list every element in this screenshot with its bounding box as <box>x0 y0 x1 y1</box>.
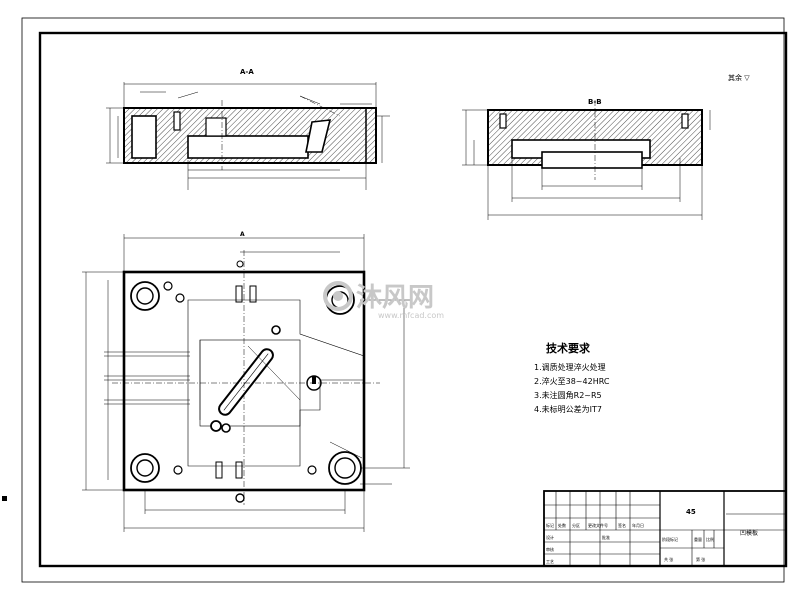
plan-view: A <box>82 231 410 532</box>
tech-item-2: 2.淬火至38~42HRC <box>534 376 610 386</box>
tb-cell-weight: 重量 <box>694 536 702 542</box>
watermark-brand: 沐风网 <box>356 283 434 313</box>
roughness-note: 其余 ▽ <box>728 73 750 82</box>
tb-cell-review: 审核 <box>546 546 554 552</box>
section-inclined-hole <box>305 119 332 153</box>
tb-cell-scale: 比例 <box>706 536 714 542</box>
view-label-a-a: A-A <box>240 68 254 76</box>
material-mark: 45 <box>686 508 696 516</box>
title-block: 标记 处数 分区 更改文件号 签名 年月日 设计 审核 工艺 批准 阶段标记 重… <box>543 490 787 567</box>
tb-cell-stage: 阶段标记 <box>662 536 678 542</box>
section-view-b-b: B-B 其余 ▽ <box>462 73 750 220</box>
tb-cell-count: 处数 <box>558 522 566 528</box>
guide-bush-tl <box>130 281 160 311</box>
view-label-a: A <box>240 231 245 238</box>
tb-cell-zone: 分区 <box>572 522 580 528</box>
part-name: 凹模板 <box>740 529 758 537</box>
tb-cell-process: 工艺 <box>546 559 554 564</box>
tech-item-3: 3.未注圆角R2~R5 <box>534 390 602 400</box>
section-cavity <box>187 135 309 159</box>
tech-item-4: 4.未标明公差为IT7 <box>534 404 602 414</box>
section-insert-b <box>541 151 643 169</box>
section-pocket-left <box>131 115 157 159</box>
registration-mark <box>2 496 7 501</box>
watermark-logo-icon <box>323 281 353 311</box>
tb-cell-mark: 标记 <box>546 522 554 528</box>
section-view-a-a: A-A <box>106 68 390 190</box>
tb-cell-approve: 批准 <box>602 534 610 540</box>
watermark-url: www.mfcad.com <box>378 311 444 320</box>
inclined-slot <box>218 348 274 416</box>
tech-item-1: 1.调质处理淬火处理 <box>534 362 606 372</box>
watermark: 沐风网 www.mfcad.com <box>323 281 444 320</box>
tb-cell-design: 设计 <box>546 534 554 540</box>
tb-cell-total: 共 张 <box>664 556 673 562</box>
tb-cell-sheet: 第 张 <box>696 556 705 562</box>
tb-cell-sign: 签名 <box>618 522 626 528</box>
technical-requirements: 技术要求 1.调质处理淬火处理 2.淬火至38~42HRC 3.未注圆角R2~R… <box>534 341 610 414</box>
sheet-border <box>21 17 785 583</box>
drawing-frame <box>38 31 788 568</box>
tech-title: 技术要求 <box>546 341 591 355</box>
section-slot <box>205 117 227 137</box>
tb-cell-change: 更改文件号 <box>588 522 608 528</box>
tb-cell-date: 年月日 <box>632 522 644 528</box>
guide-bush-bl <box>130 453 160 483</box>
section-pin-hole <box>173 111 181 131</box>
